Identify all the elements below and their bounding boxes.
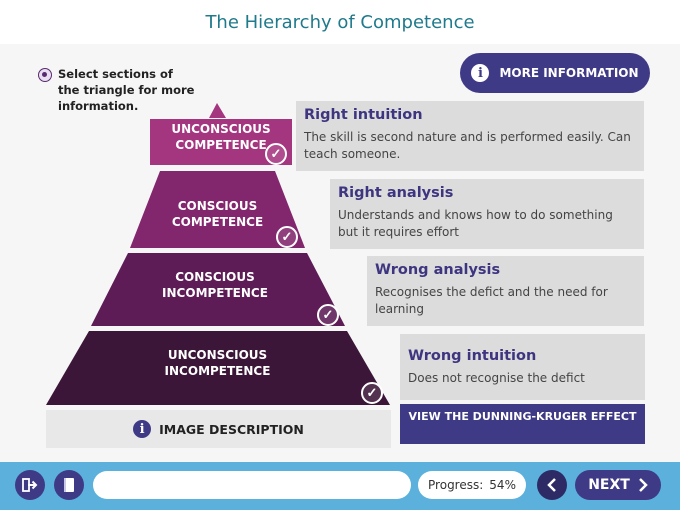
card-description: Does not recognise the defict [408, 371, 585, 385]
progress-value: 54% [489, 478, 516, 492]
card-description: The skill is second nature and is perfor… [304, 130, 631, 161]
check-icon[interactable]: ✓ [265, 143, 287, 165]
next-button[interactable]: NEXT [575, 470, 661, 500]
more-information-label: MORE INFORMATION [499, 66, 639, 80]
chevron-left-icon [547, 478, 556, 492]
card-wrong-intuition[interactable]: Wrong intuition Does not recognise the d… [400, 334, 645, 400]
tier-unconscious-competence[interactable] [150, 119, 292, 165]
exit-button[interactable] [15, 470, 45, 500]
info-icon: i [133, 420, 152, 438]
card-description: Recognises the defict and the need for l… [375, 285, 608, 316]
card-right-analysis[interactable]: Right analysis Understands and knows how… [330, 179, 644, 249]
check-icon[interactable]: ✓ [361, 382, 383, 404]
tier-unconscious-incompetence[interactable] [46, 331, 390, 405]
view-dunning-kruger-button[interactable]: VIEW THE DUNNING-KRUGER EFFECT [400, 404, 645, 444]
notebook-button[interactable] [54, 470, 84, 500]
card-wrong-analysis[interactable]: Wrong analysis Recognises the defict and… [367, 256, 644, 326]
progress-indicator: Progress: 54% [418, 471, 526, 499]
previous-button[interactable] [537, 470, 567, 500]
card-right-intuition[interactable]: Right intuition The skill is second natu… [296, 101, 644, 171]
chevron-right-icon [638, 478, 648, 492]
check-icon[interactable]: ✓ [276, 226, 298, 248]
image-description-button[interactable]: i IMAGE DESCRIPTION [46, 410, 391, 448]
card-title: Wrong analysis [375, 262, 501, 278]
title-bar: The Hierarchy of Competence [0, 0, 680, 44]
check-icon[interactable]: ✓ [317, 304, 339, 326]
notes-input[interactable] [93, 471, 411, 499]
image-description-label: IMAGE DESCRIPTION [159, 421, 304, 437]
instruction-hint: Select sections of the triangle for more… [38, 66, 198, 114]
card-title: Right intuition [304, 107, 423, 123]
more-information-button[interactable]: i MORE INFORMATION [460, 53, 650, 93]
info-icon: i [471, 64, 490, 82]
touch-icon [38, 68, 52, 82]
progress-label: Progress: [428, 478, 484, 492]
exit-icon [22, 478, 38, 492]
next-label: NEXT [588, 477, 630, 493]
instruction-text: Select sections of the triangle for more… [58, 67, 195, 113]
card-title: Wrong intuition [408, 348, 537, 364]
tier-conscious-competence[interactable] [130, 171, 305, 248]
page-title: The Hierarchy of Competence [205, 12, 475, 33]
pyramid-tip[interactable] [209, 103, 226, 118]
tier-conscious-incompetence[interactable] [91, 253, 345, 326]
notebook-icon [64, 478, 74, 492]
card-title: Right analysis [338, 185, 454, 201]
card-description: Understands and knows how to do somethin… [338, 208, 613, 239]
